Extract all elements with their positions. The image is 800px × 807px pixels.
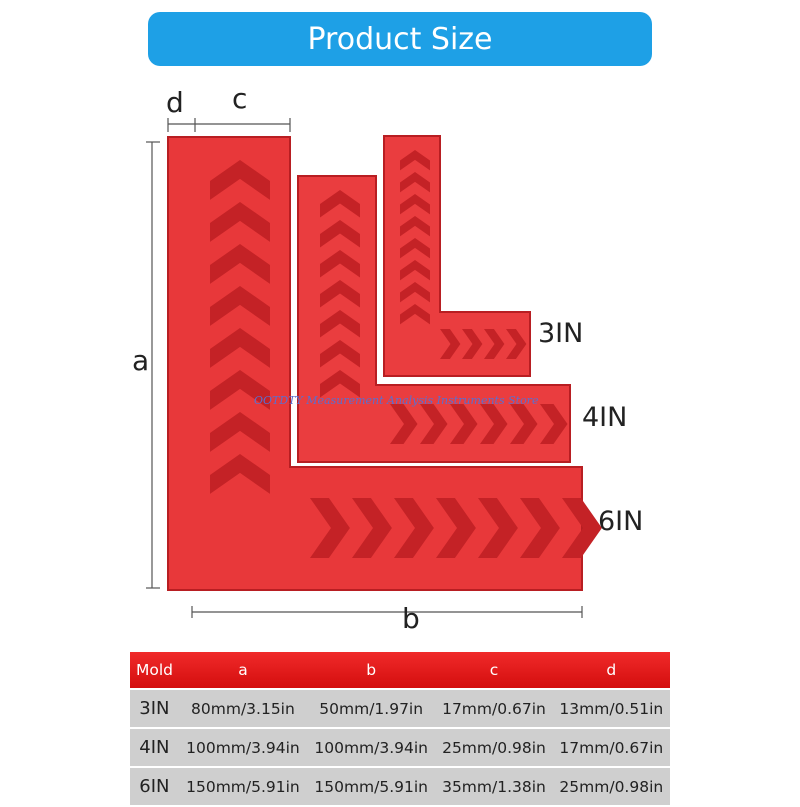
chevron-cutout <box>390 404 418 444</box>
header-a: a <box>178 652 308 688</box>
cell: 50mm/1.97in <box>307 690 436 727</box>
cell: 150mm/5.91in <box>178 768 308 805</box>
chevron-cutout <box>320 310 360 338</box>
chevron-cutout <box>400 282 430 303</box>
chevron-cutout <box>440 329 461 359</box>
dimension-lines <box>146 118 583 618</box>
chevron-cutout <box>210 328 270 368</box>
chevron-cutout <box>420 404 448 444</box>
chevron-cutout <box>520 498 560 558</box>
chevron-cutout <box>210 370 270 410</box>
chevron-cutout <box>436 498 476 558</box>
chevron-cutout <box>462 329 483 359</box>
dimension-c-label: c <box>232 82 248 115</box>
cell: 100mm/3.94in <box>178 729 308 766</box>
cell: 17mm/0.67in <box>435 690 553 727</box>
chevron-cutout <box>400 150 430 171</box>
chevron-cutout <box>480 404 508 444</box>
chevron-cutout <box>400 260 430 281</box>
chevron-cutout <box>450 404 478 444</box>
cell: 80mm/3.15in <box>178 690 308 727</box>
header-b: b <box>307 652 436 688</box>
product-size-banner: Product Size <box>148 12 652 66</box>
chevron-cutout <box>400 194 430 215</box>
size-label-6in: 6IN <box>598 506 644 537</box>
chevron-cutout <box>540 404 568 444</box>
chevron-cutout <box>210 454 270 494</box>
cell: 35mm/1.38in <box>435 768 553 805</box>
chevron-cutout <box>210 412 270 452</box>
chevron-cutout <box>320 250 360 278</box>
chevron-cutout <box>400 216 430 237</box>
chevron-cutout <box>210 286 270 326</box>
cell: 100mm/3.94in <box>307 729 436 766</box>
clamp-3in <box>383 135 531 377</box>
size-label-4in: 4IN <box>582 402 628 433</box>
chevron-cutout <box>478 498 518 558</box>
cell: 4IN <box>130 729 179 766</box>
table-header-row: Mold a b c d <box>130 652 670 688</box>
header-mold: Mold <box>130 652 179 688</box>
clamp-4in <box>297 175 571 463</box>
cell: 25mm/0.98in <box>552 768 670 805</box>
chevron-cutout <box>394 498 434 558</box>
cell: 150mm/5.91in <box>307 768 436 805</box>
cell: 25mm/0.98in <box>435 729 553 766</box>
chevron-cutout <box>320 370 360 398</box>
chevron-cutout <box>484 329 505 359</box>
dimension-a-label: a <box>132 344 150 377</box>
header-d: d <box>552 652 670 688</box>
header-c: c <box>435 652 553 688</box>
chevron-cutout <box>562 498 602 558</box>
chevron-cutout <box>400 304 430 325</box>
dimension-b-label: b <box>402 602 420 635</box>
chevron-cutout <box>310 498 350 558</box>
chevron-cutout <box>510 404 538 444</box>
chevron-cutout <box>320 220 360 248</box>
chevron-cutout <box>210 202 270 242</box>
dimension-d-label: d <box>166 86 184 119</box>
size-label-3in: 3IN <box>538 318 584 349</box>
cell: 3IN <box>130 690 179 727</box>
chevron-cutout <box>320 190 360 218</box>
cell: 13mm/0.51in <box>552 690 670 727</box>
cell: 17mm/0.67in <box>552 729 670 766</box>
clamp-6in <box>167 136 602 591</box>
chevron-cutout <box>210 244 270 284</box>
chevron-cutout <box>352 498 392 558</box>
chevron-cutout <box>400 238 430 259</box>
chevron-cutout <box>320 280 360 308</box>
chevron-cutout <box>400 172 430 193</box>
chevron-cutout <box>210 160 270 200</box>
watermark: OOTDTY Measurement Analysis Instruments … <box>254 394 539 407</box>
cell: 6IN <box>130 768 179 805</box>
chevron-cutout <box>506 329 527 359</box>
chevron-cutout <box>320 340 360 368</box>
